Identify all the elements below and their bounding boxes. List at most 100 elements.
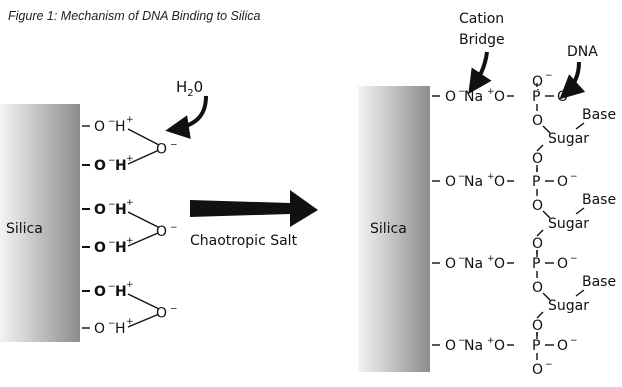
phosphate-oxygen-atom: O: [532, 362, 543, 378]
charge-minus: −: [108, 238, 116, 248]
charge-minus: −: [170, 305, 178, 315]
silanol-oxygen-atom: O: [445, 174, 456, 190]
charge-minus: −: [570, 87, 578, 97]
phosphate-oxygen-atom: O: [494, 338, 505, 354]
charge-minus: −: [458, 172, 466, 182]
charge-plus: +: [487, 87, 495, 97]
charge-minus: −: [570, 172, 578, 182]
hydrogen-bond-line: [127, 211, 159, 228]
figure-caption: Figure 1: Mechanism of DNA Binding to Si…: [8, 9, 261, 23]
surface-silanol-groups: O−H+O−H+O−H+O−H+O−H+O−H+O−O−O−: [82, 115, 178, 337]
water-oxygen-atom: O: [156, 224, 167, 240]
phosphate-oxygen-atom: O: [557, 256, 568, 272]
ester-oxygen-atom: O: [532, 113, 543, 129]
hydrogen-atom: H: [115, 202, 127, 218]
silica-label-left: Silica: [6, 221, 43, 237]
oxygen-atom: O: [94, 240, 106, 256]
silanol-group: O−H+: [82, 198, 134, 218]
phosphate-oxygen-atom: O: [557, 174, 568, 190]
silanol-group: O−H+: [82, 317, 134, 337]
water-label: H20: [176, 78, 203, 99]
ester-oxygen-atom: O: [532, 280, 543, 296]
ester-oxygen-atom: O: [532, 236, 543, 252]
silanol-oxygen-atom: O: [445, 256, 456, 272]
charge-minus: −: [108, 117, 116, 127]
charge-minus: −: [170, 141, 178, 151]
charge-plus: +: [126, 280, 134, 290]
ester-oxygen-atom: O: [532, 151, 543, 167]
left-panel: Silica H20 O−H+O−H+O−H+O−H+O−H+O−H+O−O−O…: [0, 78, 318, 342]
charge-minus: −: [108, 156, 116, 166]
hydrogen-atom: H: [115, 321, 126, 337]
base-label: Base: [582, 274, 616, 290]
phosphate-oxygen-atom: O: [557, 89, 568, 105]
charge-minus: −: [570, 254, 578, 264]
bond-line: [575, 207, 585, 215]
charge-minus: −: [458, 87, 466, 97]
hydrogen-atom: H: [115, 284, 127, 300]
ester-oxygen-atom: O: [532, 318, 543, 334]
hydrogen-bond-line: [127, 128, 159, 146]
cation-bridge-arrow: [468, 51, 492, 94]
oxygen-atom: O: [94, 158, 106, 174]
sugar-label: Sugar: [548, 216, 589, 232]
oxygen-atom: O: [94, 202, 106, 218]
hydrogen-atom: H: [115, 240, 127, 256]
phosphorus-atom: P: [532, 338, 540, 354]
charge-minus: −: [570, 336, 578, 346]
silanol-oxygen-atom: O: [445, 338, 456, 354]
process-arrow: [190, 190, 318, 227]
charge-minus: −: [170, 223, 178, 233]
base-label: Base: [582, 192, 616, 208]
phosphorus-atom: P: [532, 174, 540, 190]
oxygen-atom: O: [94, 321, 105, 337]
silanol-group: O−H+: [82, 115, 134, 135]
dna-label: DNA: [567, 44, 598, 60]
water-molecule: O−: [127, 128, 178, 165]
charge-plus: +: [126, 115, 134, 125]
silica-label-right: Silica: [370, 221, 407, 237]
phosphate-oxygen-atom: O: [494, 89, 505, 105]
hydrogen-atom: H: [115, 158, 127, 174]
silanol-oxygen-atom: O: [445, 89, 456, 105]
bond-line: [536, 144, 544, 152]
silanol-group: O−H+: [82, 154, 134, 174]
process-label: Chaotropic Salt: [190, 233, 298, 249]
bond-line: [542, 210, 551, 219]
charge-plus: +: [126, 154, 134, 164]
hydrogen-bond-line: [127, 232, 159, 247]
charge-minus: −: [545, 360, 553, 370]
phosphate-oxygen-atom: O: [557, 338, 568, 354]
phosphorus-atom: P: [532, 89, 540, 105]
sodium-ion: Na: [464, 89, 483, 105]
phosphate-oxygen-atom: O: [494, 256, 505, 272]
charge-minus: −: [108, 319, 116, 329]
cation-bridge-label-2: Bridge: [459, 32, 505, 48]
phosphate-oxygen-atom: O: [532, 74, 543, 90]
bond-line: [536, 311, 544, 319]
charge-minus: −: [108, 200, 116, 210]
silica-block-right: [358, 86, 430, 372]
charge-plus: +: [126, 236, 134, 246]
charge-plus: +: [487, 172, 495, 182]
hydrogen-atom: H: [115, 119, 126, 135]
bond-line: [542, 125, 551, 134]
bond-line: [536, 229, 544, 237]
sugar-label: Sugar: [548, 131, 589, 147]
charge-plus: +: [126, 317, 134, 327]
phosphorus-atom: P: [532, 256, 540, 272]
water-oxygen-atom: O: [156, 306, 167, 322]
water-formula: H20: [176, 78, 203, 99]
silica-block-left: [0, 104, 80, 342]
silanol-group: O−H+: [82, 236, 134, 256]
bond-line: [542, 292, 551, 301]
silanol-group: O−H+: [82, 280, 134, 300]
